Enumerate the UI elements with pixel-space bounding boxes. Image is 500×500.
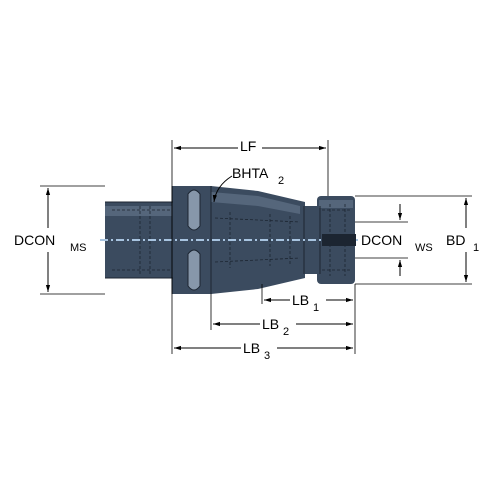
lb1-label: LB — [292, 292, 309, 308]
taper-highlight — [211, 192, 300, 214]
labels: LF BHTA 2 DCON MS DCON WS BD 1 LB 1 LB 2… — [12, 136, 488, 362]
dcon-ms-label: DCON — [14, 232, 55, 248]
bhta-label: BHTA — [232, 165, 269, 181]
lb1-subscript: 1 — [313, 302, 319, 314]
dcon-ws-label: DCON — [361, 232, 402, 248]
tool-body — [100, 186, 358, 294]
dcon-ms-subscript: MS — [70, 242, 87, 254]
shank-highlight — [105, 206, 173, 216]
flange-slot-bottom — [187, 249, 201, 291]
lb3-subscript: 3 — [264, 350, 270, 362]
lb3-label: LB — [243, 340, 260, 356]
flange-slot-top — [187, 189, 201, 231]
lf-label: LF — [240, 138, 256, 154]
bhta-leader — [212, 175, 233, 203]
lb2-subscript: 2 — [283, 326, 289, 338]
taper-body — [211, 186, 305, 294]
bore — [322, 234, 356, 246]
collet-nut-highlight — [319, 200, 353, 208]
dcon-ws-subscript: WS — [415, 242, 433, 254]
lb2-label: LB — [262, 316, 279, 332]
extension-lines — [40, 140, 472, 354]
bhta-subscript: 2 — [278, 175, 284, 187]
bd-subscript: 1 — [473, 242, 479, 254]
bd-label: BD — [446, 232, 465, 248]
